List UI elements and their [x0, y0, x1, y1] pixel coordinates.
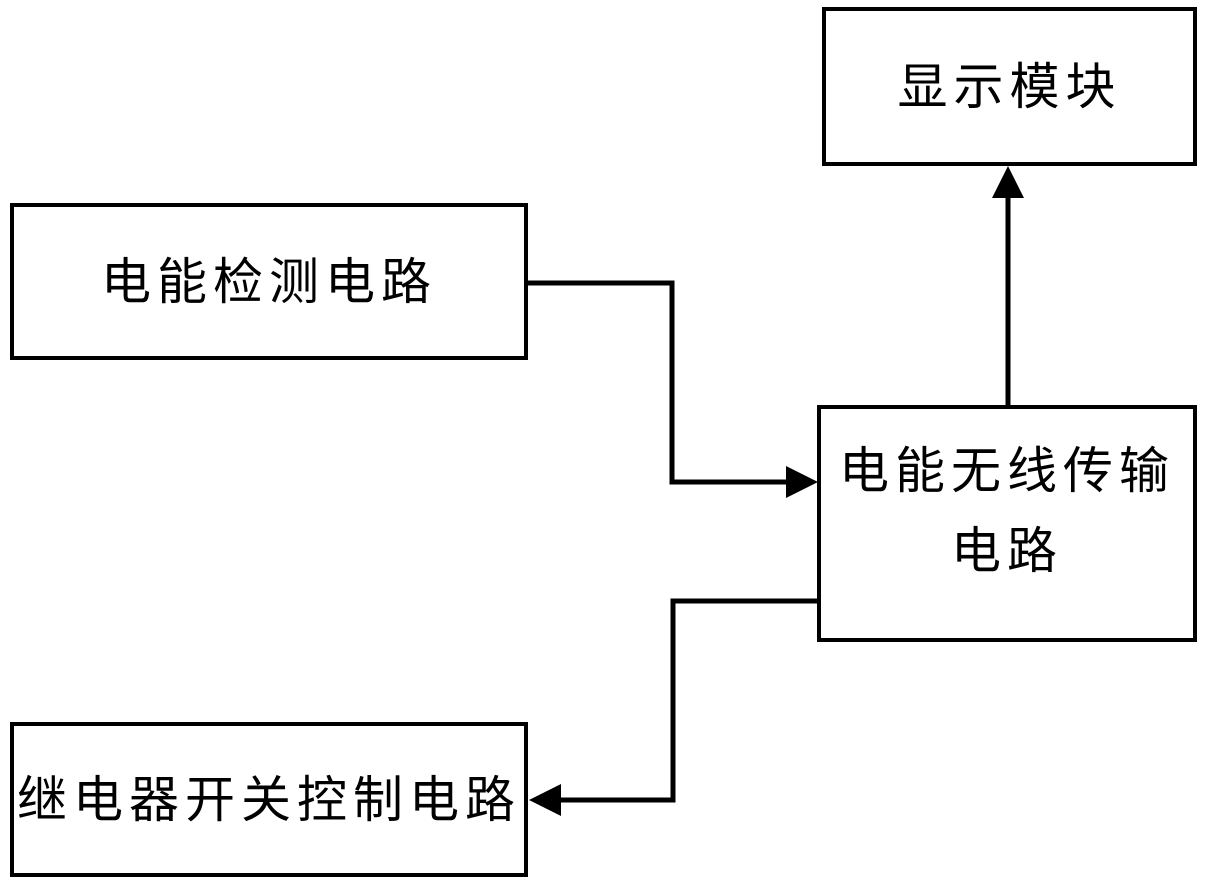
box-relay-switch-control-label: 继电器开关控制电路 [17, 771, 521, 828]
box-display-module: 显示模块 [822, 7, 1197, 166]
box-wireless-transmission-label-line2: 电路 [951, 523, 1063, 579]
arrow-wireless-to-display [992, 166, 1024, 405]
box-power-detection: 电能检测电路 [10, 203, 528, 360]
arrow-wireless-to-relay [529, 598, 818, 816]
box-power-detection-label: 电能检测电路 [101, 253, 437, 310]
box-wireless-transmission-label-line1: 电能无线传输 [839, 443, 1175, 499]
arrow-detection-to-wireless [528, 280, 818, 498]
box-wireless-transmission: 电能无线传输 电路 [817, 405, 1197, 642]
box-display-module-label: 显示模块 [897, 58, 1122, 115]
box-relay-switch-control: 继电器开关控制电路 [10, 722, 528, 877]
